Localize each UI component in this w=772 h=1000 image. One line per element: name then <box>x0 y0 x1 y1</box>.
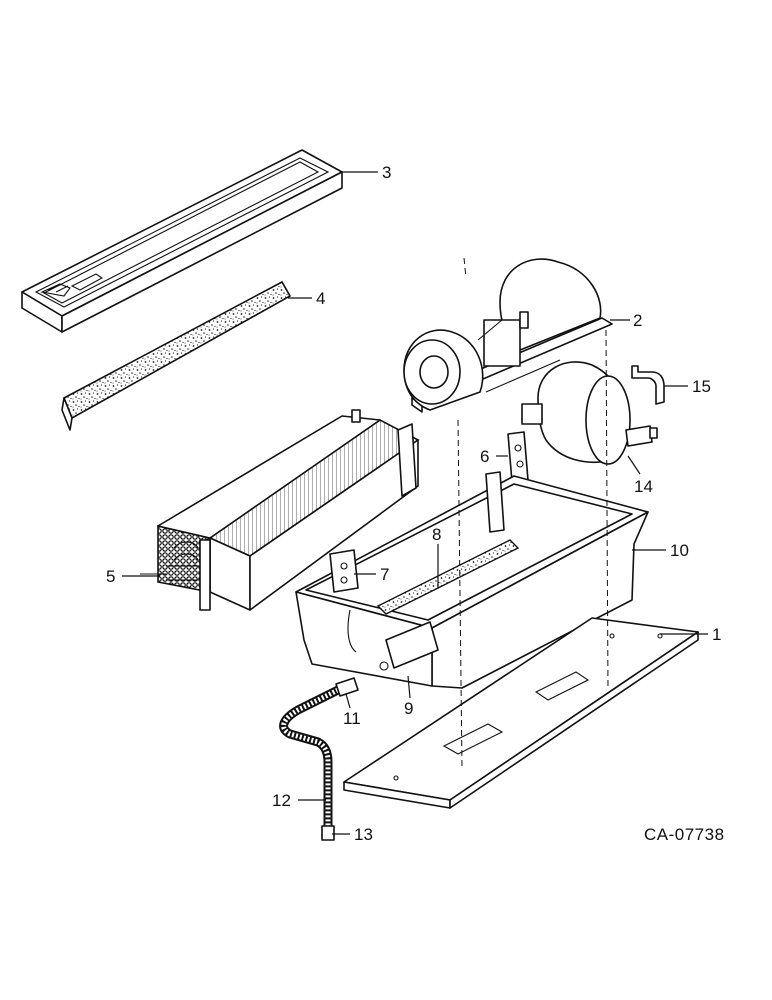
bracket-15-part <box>631 365 665 405</box>
bracket-6-part <box>507 431 529 483</box>
leader-lines <box>122 171 708 835</box>
callout-11: 11 <box>343 709 361 728</box>
alignment-lines <box>457 257 609 769</box>
callout-6: 6 <box>480 447 489 466</box>
base-plate-part <box>343 617 699 809</box>
housing-case-part <box>295 471 649 689</box>
drain-hose-part <box>279 677 359 841</box>
diagram-code: CA-07738 <box>644 825 725 844</box>
callout-7: 7 <box>380 565 389 584</box>
motor-part <box>521 361 658 465</box>
callout-labels: 3 4 2 15 6 14 8 10 5 7 1 9 11 12 13 CA-0… <box>106 163 725 844</box>
callout-1: 1 <box>712 625 721 644</box>
callout-10: 10 <box>670 541 689 560</box>
callout-13: 13 <box>354 825 373 844</box>
callout-14: 14 <box>634 477 653 496</box>
filter-element-part <box>61 280 292 431</box>
callout-8: 8 <box>432 525 441 544</box>
callout-5: 5 <box>106 567 115 586</box>
blower-motor-part <box>403 258 613 413</box>
filter-housing-part <box>21 149 343 333</box>
callout-4: 4 <box>316 289 325 308</box>
callout-2: 2 <box>633 311 642 330</box>
heater-core-part <box>140 409 420 611</box>
callout-9: 9 <box>404 699 413 718</box>
callout-15: 15 <box>692 377 711 396</box>
seal-strip-part <box>376 539 520 615</box>
callout-12: 12 <box>272 791 291 810</box>
callout-3: 3 <box>382 163 391 182</box>
